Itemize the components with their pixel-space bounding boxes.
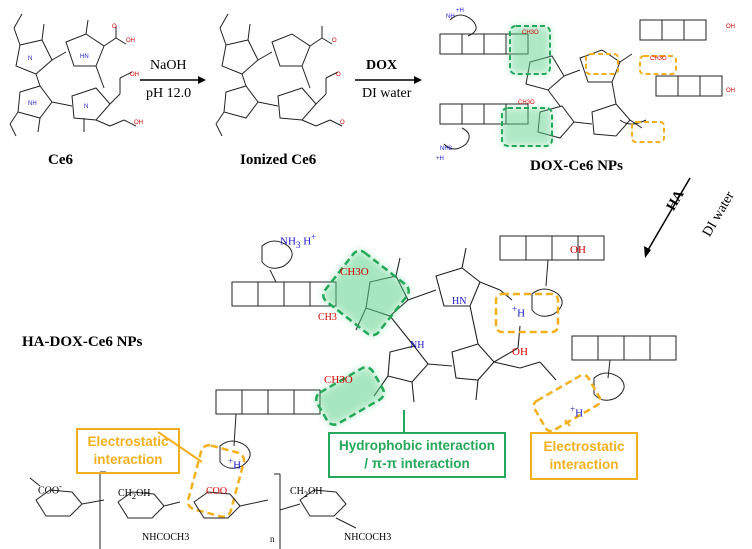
ionized-ce6-structure (215, 13, 343, 137)
annotation-connectors (157, 410, 571, 463)
electrostatic-left-line1: Electrostatic (87, 434, 169, 449)
electrostatic-interaction-right: Electrostatic interaction (530, 432, 638, 480)
electrostatic-interaction-left: Electrostatic interaction (76, 428, 180, 474)
dox-h-top: +H (456, 8, 464, 14)
ce6-atom-labels: N HN NH N (28, 54, 89, 110)
nh-text: NH (280, 235, 296, 248)
h-text: H (303, 235, 312, 248)
electrostatic-right-line1: Electrostatic (543, 439, 625, 454)
step1-condition: pH 12.0 (146, 86, 192, 101)
ch2oh-right: CH2OH (290, 486, 323, 499)
ce6-structure (9, 13, 137, 137)
h-plus-right: +H (512, 304, 526, 320)
ha-orange-boxes (186, 292, 602, 519)
ionized-oxygen-labels: O O O (332, 38, 345, 126)
ce6-n2-label: N (84, 104, 88, 110)
arrow-step1 (140, 76, 206, 84)
dox-ce6-labels: NH +H CH3O NH3 +H CH3O CH3O OH OH (436, 8, 735, 162)
hydrophobic-line1: Hydrophobic interaction (338, 438, 495, 453)
ha-dox-ce6-nps-label: HA-DOX-Ce6 NPs (22, 334, 143, 350)
dox-ch3o-mid: CH3O (518, 100, 535, 106)
dox-h-bottom: +H (436, 156, 444, 162)
nhcoch3-right: NHCOCH3 (344, 532, 392, 543)
step1-reagent: NaOH (150, 58, 187, 73)
dox-ch3o-top: CH3O (522, 30, 539, 36)
hydrophobic-line2: / π-π interaction (364, 456, 470, 471)
dox-nh3-top: NH (446, 14, 455, 20)
coo-text-2: COO (38, 485, 60, 497)
ha-dox-anthracyclines (215, 235, 677, 469)
ce6-n-label: N (28, 56, 32, 62)
ha-green-boxes (314, 249, 410, 426)
coo-text: COO (206, 486, 228, 497)
oh-label-right: OH (570, 244, 586, 256)
ch3o-label-2: CH3O (324, 374, 353, 386)
coo-minus-mid: COO (206, 486, 227, 497)
hyaluronic-acid-chain (29, 471, 357, 549)
ce6-oxygen-labels: OH O OH OH (112, 24, 143, 126)
ce6-nh-label: NH (28, 101, 37, 107)
dox-oh-right2: OH (726, 88, 735, 94)
electrostatic-left-line2: interaction (93, 452, 163, 467)
dox-ch3o-right: CH3O (650, 56, 667, 62)
ce6-hn-label: HN (80, 54, 89, 60)
hydrophobic-interaction-box: Hydrophobic interaction / π-π interactio… (328, 432, 506, 478)
h-text-2: H (517, 307, 526, 320)
electrostatic-right-line2: interaction (549, 457, 619, 472)
dox-ce6-nps-label: DOX-Ce6 NPs (530, 158, 623, 174)
dox-oh-right: OH (726, 24, 735, 30)
ce6-oh-3: OH (134, 120, 143, 126)
ionized-o-2: O (336, 72, 341, 78)
dox-ce6-orange-boxes (585, 53, 677, 143)
repeat-n-label: n (270, 534, 275, 544)
nh3-plus-label: NH3 H+ (280, 232, 317, 250)
porphyrin-nh: NH (410, 340, 425, 351)
ionized-o-3: O (340, 120, 345, 126)
ce6-oh-1: OH (126, 38, 135, 44)
ce6-oh-2: OH (130, 72, 139, 78)
dox-ce6-green-boxes (501, 25, 553, 147)
step2-reagent: DOX (366, 58, 398, 73)
oh-label-center: OH (512, 346, 528, 358)
arrow-step3 (644, 177, 691, 258)
ce6-o-1: O (112, 24, 117, 30)
nhcoch3-left: NHCOCH3 (142, 532, 190, 543)
coo-minus-left: COO- (38, 482, 62, 497)
ce6-label: Ce6 (48, 152, 73, 168)
step2-condition: DI water (362, 86, 412, 101)
dox-nh3-bottom: NH3 (440, 146, 453, 152)
ionized-ce6-label: Ionized Ce6 (240, 152, 317, 168)
h-plus-left: +H (228, 456, 242, 472)
ch2oh-left: CH2OH (118, 488, 151, 501)
ionized-o-1: O (332, 38, 337, 44)
ch3-label: CH3 (318, 312, 337, 323)
h-text-3: H (575, 407, 584, 420)
arrow-step2 (355, 76, 422, 84)
h-plus-right-2: +H (570, 404, 584, 420)
h-text-4: H (233, 459, 242, 472)
porphyrin-hn: HN (452, 296, 467, 307)
dox-ce6-structure (439, 14, 723, 150)
ch3o-label: CH3O (340, 266, 369, 278)
